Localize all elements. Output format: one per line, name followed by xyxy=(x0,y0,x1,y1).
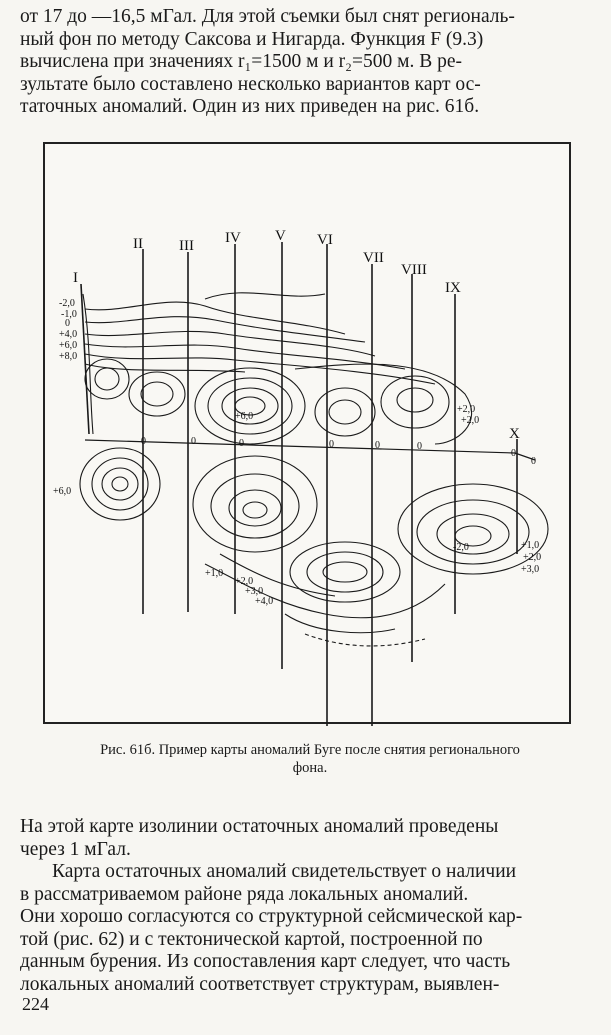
text-line: зультате было составлено несколько вариа… xyxy=(20,73,481,95)
left-value: +4,0 xyxy=(59,329,77,340)
top-paragraph: от 17 до —16,5 мГал. Для этой съемки был… xyxy=(20,6,594,119)
profile-label-5: V xyxy=(275,228,286,244)
text-line: Они хорошо согласуются со структурной се… xyxy=(20,906,523,927)
zero-isoline xyxy=(84,439,536,461)
text-line: На этой карте изолинии остаточных аномал… xyxy=(20,816,499,837)
center-value: +6,0 xyxy=(235,411,253,422)
zero-label: 0 xyxy=(329,439,334,450)
lower-value: +2,0 xyxy=(235,576,253,587)
profile-labels: I II III IV V VI VII VIII IX X xyxy=(73,228,520,442)
text-line: через 1 мГал. xyxy=(20,838,131,860)
text-line: Карта остаточных аномалий свидетельствуе… xyxy=(52,861,517,882)
profile-label-3: III xyxy=(179,238,194,254)
right-lower-value: +1,0 xyxy=(521,540,539,551)
left-value: -1,0 xyxy=(61,309,77,320)
bottom-paragraph-1: На этой карте изолинии остаточных аномал… xyxy=(20,816,594,861)
text-line: таточных аномалий. Один из них приведен … xyxy=(20,96,480,117)
text-line: ный фон по методу Саксова и Нигарда. Фун… xyxy=(20,28,484,50)
anomaly-map: I II III IV V VI VII VIII IX X -2,0 -1,0… xyxy=(53,228,549,726)
left-value: 0 xyxy=(65,318,70,329)
zero-label: 0 xyxy=(239,438,244,449)
zero-label: 0 xyxy=(375,440,380,451)
figure-caption: Рис. 61б. Пример карты аномалий Буге пос… xyxy=(30,741,590,777)
anomaly-map-figure: I II III IV V VI VII VIII IX X -2,0 -1,0… xyxy=(43,142,571,726)
lower-value: +4,0 xyxy=(255,596,273,607)
right-value: +2,0 xyxy=(461,415,479,426)
profile-label-8: VIII xyxy=(401,262,427,278)
left-value: +8,0 xyxy=(59,351,77,362)
text-line: локальных аномалий соответствует структу… xyxy=(20,973,500,995)
zero-label: 0 xyxy=(417,441,422,452)
profile-label-4: IV xyxy=(225,230,241,246)
profile-label-10: X xyxy=(509,426,520,442)
zero-label: 0 xyxy=(511,448,516,459)
right-lower-value: +2,0 xyxy=(523,552,541,563)
text-line: вычислена при значениях r₁=1500 м и r₂=5… xyxy=(20,51,462,72)
profile-line-1 xyxy=(80,283,90,435)
profile-label-2: II xyxy=(133,236,143,252)
text-line: той (рис. 62) и с тектонической картой, … xyxy=(20,928,483,950)
lower-value: +3,0 xyxy=(245,586,263,597)
left-value: -2,0 xyxy=(59,298,75,309)
page-number: 224 xyxy=(22,994,49,1014)
caption-line: фона. xyxy=(292,760,328,776)
contour-values: -2,0 -1,0 0 +4,0 +6,0 +8,0 +6,0 +6,0 +2,… xyxy=(53,298,541,607)
lower-value: +1,0 xyxy=(205,568,223,579)
profile-label-6: VI xyxy=(317,232,333,248)
left-value: +6,0 xyxy=(59,340,77,351)
right-value: +2,0 xyxy=(457,404,475,415)
left-lower-value: +6,0 xyxy=(53,486,71,497)
text-line: от 17 до —16,5 мГал. Для этой съемки был… xyxy=(20,6,515,27)
zero-label: 0 xyxy=(531,456,536,467)
text-line: данным бурения. Из сопоставления карт сл… xyxy=(20,951,511,972)
text-line: в рассматриваемом районе ряда локальных … xyxy=(20,883,469,905)
zero-label: 0 xyxy=(191,436,196,447)
profile-label-7: VII xyxy=(363,250,384,266)
right-lower-value: +3,0 xyxy=(521,564,539,575)
caption-line: Рис. 61б. Пример карты аномалий Буге пос… xyxy=(100,742,520,758)
profile-label-1: I xyxy=(73,270,78,286)
minus-value: -2,0 xyxy=(453,542,469,553)
bottom-paragraph-2: Карта остаточных аномалий свидетельствуе… xyxy=(20,861,594,996)
profile-label-9: IX xyxy=(445,280,461,296)
zero-label: 0 xyxy=(141,436,146,447)
